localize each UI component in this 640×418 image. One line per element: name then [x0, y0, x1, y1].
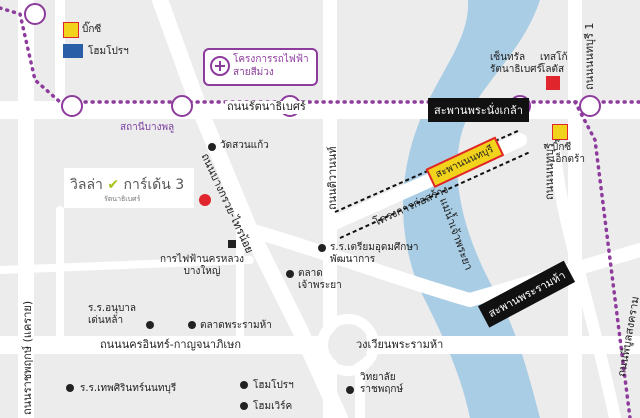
- place-school-triam: ร.ร.เตรียมอุดมศึกษา พัฒนาการ: [330, 242, 419, 265]
- project-subtitle: รัตนาธิเบศร์: [104, 195, 141, 203]
- road-lower-left: [0, 256, 254, 274]
- place-pea: การไฟฟ้านครหลวง บางใหญ่: [160, 254, 244, 277]
- legend-line1: โครงการรถไฟฟ้า: [233, 54, 309, 65]
- place-central: เซ็นทรัล รัตนาธิเบศร์: [490, 52, 542, 75]
- place-college: วิทยาลัย ราชพฤกษ์: [360, 372, 404, 395]
- place-tesco: เทสโก้ โลตัส: [540, 52, 568, 75]
- purple-line-branch: [573, 100, 632, 418]
- project-logo[interactable]: วิลล่า ✔ การ์เด้น 3 รัตนาธิเบศร์: [64, 168, 194, 208]
- pea-marker: [228, 240, 236, 248]
- place-bang-phlu-station: สถานีบางพลู: [120, 122, 175, 133]
- place-homework: โฮมเวิร์ค: [253, 401, 293, 412]
- road-label-rattanathibet: ถนนรัตนาธิเบศร์: [225, 100, 308, 114]
- road-label-wongwian: วงเวียนพระรามห้า: [356, 338, 444, 351]
- road-label-nakhon-in: ถนนนครอินทร์-กาญจนาภิเษก: [100, 338, 242, 351]
- place-homepro-top: โฮมโปรฯ: [88, 46, 129, 57]
- place-school-thep: ร.ร.เทพศิรินทร์นนทบุรี: [80, 383, 177, 394]
- road-label-tiwanon: ถนนติวานนท์: [326, 146, 339, 211]
- project-name-2: การ์เด้น 3: [123, 177, 185, 193]
- project-name-1: วิลล่า: [70, 177, 103, 193]
- place-school-anuban: ร.ร.อนุบาล เด่นหล้า: [88, 303, 137, 326]
- place-homepro-bottom: โฮมโปรฯ: [253, 380, 294, 391]
- place-dots: [66, 143, 354, 410]
- big-c-icon: [63, 22, 79, 38]
- legend-purple-line: โครงการรถไฟฟ้า สายสีม่วง: [203, 48, 318, 86]
- road-ram5: [243, 223, 640, 308]
- train-station-icon: [210, 56, 230, 76]
- place-big-c-extra: บิ๊กซี เอ็กตร้า: [552, 142, 585, 165]
- place-talad-phra-ram5: ตลาดพระรามห้า: [200, 320, 272, 331]
- place-talad-chaophraya: ตลาด เจ้าพระยา: [298, 268, 342, 291]
- place-big-c-top: บิ๊กซี: [82, 24, 102, 35]
- leaf-icon: ✔: [107, 177, 120, 193]
- project-marker: [199, 194, 211, 206]
- homepro-icon: [63, 44, 83, 58]
- big-c-extra-icon: [552, 124, 568, 140]
- place-wat-suan-kaeo: วัดสวนแก้ว: [220, 140, 269, 151]
- road-label-nonthaburi1: ถนนนนทบุรี 1: [583, 22, 596, 90]
- bridge-phra-nangklao: สะพานพระนั่งเกล้า: [428, 98, 529, 122]
- road-label-ratchaphruek: ถนนราชพฤกษ์ (แคราย): [21, 300, 34, 415]
- tesco-icon: [546, 76, 560, 90]
- roundabout: [317, 314, 379, 376]
- legend-line2: สายสีม่วง: [233, 67, 274, 78]
